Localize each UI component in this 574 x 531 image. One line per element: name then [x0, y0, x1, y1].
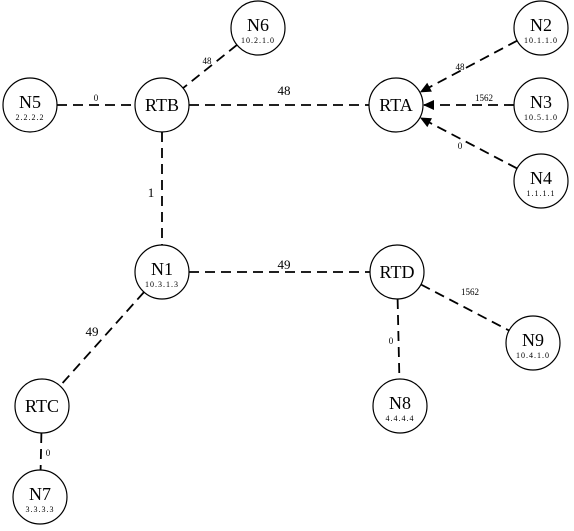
cost-label-rtb-n1: 1: [148, 185, 155, 200]
node-address-n1: 10.3.1.3: [145, 280, 179, 289]
node-n7: N73.3.3.3: [12, 469, 68, 525]
arrowhead-n3-rta: [423, 100, 434, 110]
node-label-rtd: RTD: [380, 262, 415, 282]
node-label-n5: N5: [19, 92, 41, 112]
arrowhead-n2-rta: [419, 82, 432, 93]
node-circle-n5: [2, 77, 58, 133]
link-n2-rta: [419, 39, 518, 94]
node-label-n8: N8: [389, 393, 411, 413]
node-address-n2: 10.1.1.0: [524, 36, 558, 45]
edges-layer: [39, 39, 518, 471]
node-circle-rtc: [14, 378, 70, 434]
cost-label-n1-rtd: 49: [278, 257, 291, 272]
node-rtc: RTC: [14, 378, 70, 434]
link-rtc-n7: [39, 432, 43, 471]
node-rta: RTA: [368, 77, 424, 133]
link-n4-rta: [419, 116, 518, 170]
node-address-n8: 4.4.4.4: [386, 414, 415, 423]
node-label-rtb: RTB: [145, 95, 179, 115]
node-n5: N52.2.2.2: [2, 77, 58, 133]
node-address-n7: 3.3.3.3: [26, 505, 55, 514]
node-circle-n4: [513, 153, 569, 209]
node-label-n9: N9: [522, 330, 544, 350]
cost-label-n5-rtb: 0: [94, 93, 99, 103]
node-circle-n2: [513, 0, 569, 56]
node-address-n9: 10.4.1.0: [516, 351, 550, 360]
node-label-rtc: RTC: [25, 396, 59, 416]
cost-label-rtb-rta: 48: [278, 83, 291, 98]
node-n4: N41.1.1.1: [513, 153, 569, 209]
node-circle-rtd: [369, 244, 425, 300]
cost-label-rtc-n7: 0: [46, 448, 51, 458]
cost-label-n1-rtc: 49: [86, 324, 99, 339]
node-label-rta: RTA: [379, 95, 412, 115]
node-circle-n7: [12, 469, 68, 525]
node-circle-n8: [372, 378, 428, 434]
cost-label-n4-rta: 0: [458, 141, 463, 151]
link-n6-rtb: [182, 44, 238, 89]
node-address-n6: 10.2.1.0: [241, 36, 275, 45]
node-label-n1: N1: [151, 259, 173, 279]
cost-label-n3-rta: 1562: [475, 93, 493, 103]
cost-label-n6-rtb: 48: [203, 56, 213, 66]
node-circle-rtb: [134, 77, 190, 133]
node-label-n7: N7: [29, 484, 51, 504]
node-circle-rta: [368, 77, 424, 133]
cost-label-rtd-n8: 0: [389, 336, 394, 346]
node-circle-n3: [513, 77, 569, 133]
link-rtd-n9: [420, 283, 510, 332]
node-address-n3: 10.5.1.0: [524, 113, 558, 122]
node-circle-n1: [134, 244, 190, 300]
link-rtd-n8: [396, 298, 401, 380]
cost-label-n2-rta: 48: [456, 62, 466, 72]
node-circle-n6: [230, 0, 286, 56]
node-n8: N84.4.4.4: [372, 378, 428, 434]
node-address-n5: 2.2.2.2: [16, 113, 45, 122]
node-rtd: RTD: [369, 244, 425, 300]
node-label-n6: N6: [247, 15, 269, 35]
node-rtb: RTB: [134, 77, 190, 133]
node-label-n3: N3: [530, 92, 552, 112]
node-circle-n9: [505, 315, 561, 371]
cost-labels-layer: 48 0 48 1 49 49 0 0 1562 48 1562 0: [46, 56, 493, 458]
node-label-n2: N2: [530, 15, 552, 35]
link-n1-rtc: [59, 291, 145, 387]
cost-label-rtd-n9: 1562: [461, 287, 479, 297]
node-address-n4: 1.1.1.1: [527, 189, 556, 198]
node-label-n4: N4: [530, 168, 552, 188]
arrowhead-n4-rta: [419, 117, 432, 128]
